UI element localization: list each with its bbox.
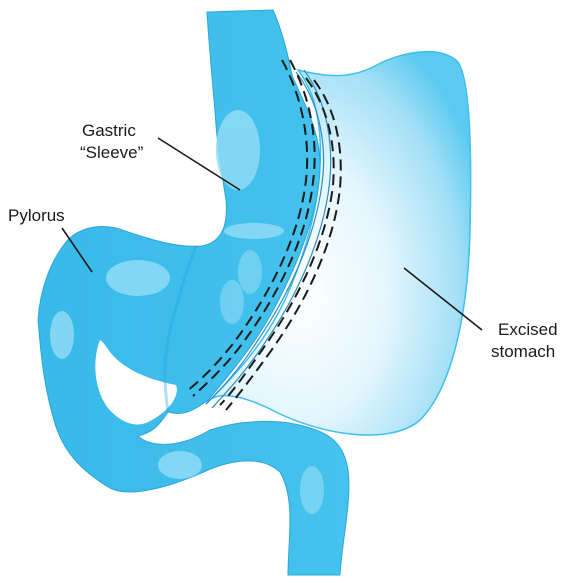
excised-stomach-label-line2: stomach [491,342,555,361]
excised-stomach-label-line1: Excised [498,320,558,339]
gastric-sleeve-label-line2: “Sleeve” [80,143,144,162]
gastric-sleeve-label-line1: Gastric [82,121,136,140]
pylorus-label: Pylorus [8,206,65,225]
